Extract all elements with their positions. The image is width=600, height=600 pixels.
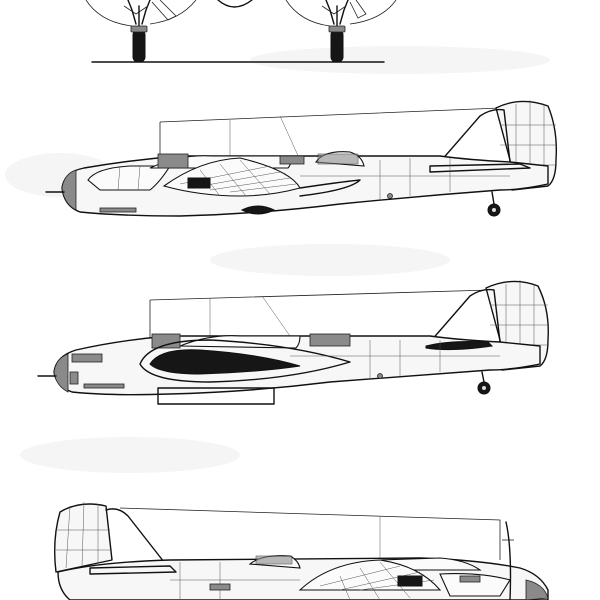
side-view-left bbox=[45, 100, 558, 217]
side-view-right bbox=[53, 501, 549, 600]
side-view-left-alt bbox=[37, 280, 549, 405]
left-front-wheel bbox=[132, 29, 146, 63]
wing-outline-1 bbox=[159, 107, 501, 156]
right-propeller-blade bbox=[349, 0, 367, 19]
fin-leading-edge-2 bbox=[429, 288, 501, 343]
left-main-gear-front bbox=[123, 0, 151, 63]
wing-outline-3 bbox=[119, 507, 501, 560]
left-propeller-arc bbox=[85, 0, 133, 27]
nose-tip-2 bbox=[53, 353, 69, 393]
nose-tip-3 bbox=[525, 579, 549, 600]
left-propeller-arc-2 bbox=[149, 0, 197, 25]
cockpit-panel-1 bbox=[157, 153, 189, 169]
horizontal-stabilizer-2 bbox=[425, 341, 494, 351]
right-main-gear-front bbox=[321, 0, 349, 63]
nacelle-tail-1 bbox=[299, 179, 361, 197]
paper-texture bbox=[5, 46, 550, 473]
engine-grille-3 bbox=[397, 575, 423, 587]
wing-outline-2 bbox=[149, 289, 491, 340]
nacelle-outline-2 bbox=[139, 339, 351, 383]
right-propeller-arc-2 bbox=[349, 0, 397, 25]
vertical-tail-3 bbox=[53, 503, 113, 573]
nose-glazing-3 bbox=[439, 573, 511, 597]
left-propeller-blade bbox=[151, 0, 177, 21]
wing-chord-2 bbox=[157, 387, 275, 405]
fin-leading-edge-1 bbox=[439, 108, 511, 163]
wheel-well-1 bbox=[240, 205, 276, 215]
engine-nacelle-dark-2 bbox=[149, 349, 301, 375]
right-front-wheel bbox=[330, 29, 344, 63]
horizontal-stabilizer-3 bbox=[89, 565, 177, 575]
dorsal-turret-2 bbox=[309, 333, 351, 347]
cockpit-panel-2 bbox=[151, 333, 181, 349]
tail-wheel-strut-1 bbox=[491, 191, 495, 205]
fuselage-front-nose bbox=[217, 0, 253, 8]
engine-grille-1 bbox=[187, 177, 211, 189]
front-view-partial bbox=[85, 0, 397, 63]
propeller-blade-3 bbox=[505, 521, 512, 600]
tail-wheel-strut-2 bbox=[481, 371, 485, 383]
nose-tip-1 bbox=[61, 169, 77, 211]
fin-leading-edge-3 bbox=[105, 508, 165, 563]
right-propeller-arc bbox=[285, 0, 331, 27]
fuselage-1 bbox=[61, 155, 549, 217]
horizontal-stabilizer-1 bbox=[429, 163, 531, 173]
